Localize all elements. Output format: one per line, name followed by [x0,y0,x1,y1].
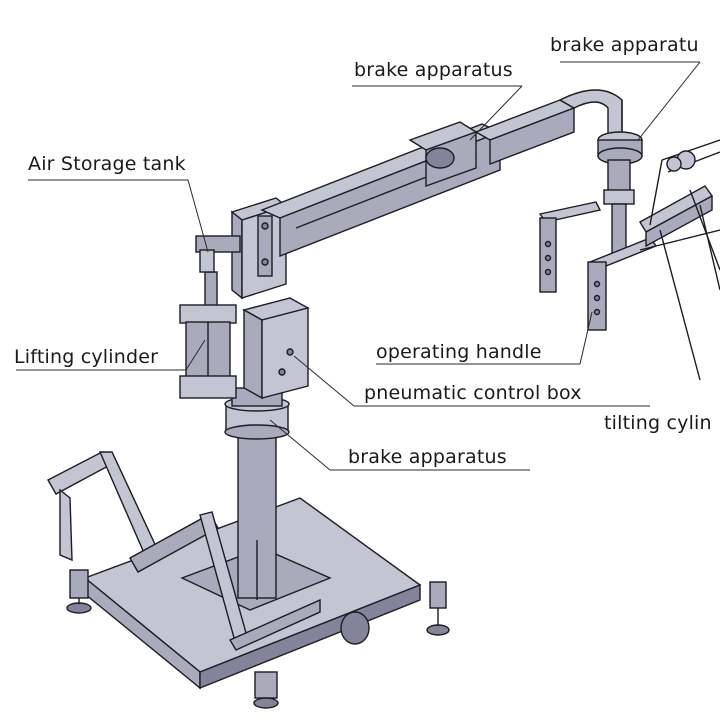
shoulder-joint [195,197,288,300]
label-operating-handle: operating handle [376,341,542,363]
leader-lines [16,61,701,471]
label-brake-apparatus-bottom: brake apparatus [348,446,507,468]
operating-handle [538,201,658,331]
label-tilting-cylinder: tilting cylin [604,412,712,434]
label-lifting-cylinder: Lifting cylinder [14,346,159,368]
label-air-storage-tank: Air Storage tank [28,153,186,175]
tilting-cylinder [639,139,720,381]
label-brake-apparatus-top: brake apparatus [354,59,513,81]
label-pneumatic-control-box: pneumatic control box [364,382,582,404]
wrist-assembly [597,131,643,255]
label-brake-apparatus-top-right: brake apparatu [550,34,699,56]
z-frame [47,451,321,651]
caster-feet [66,569,450,709]
lifting-cylinder [179,271,237,399]
pneumatic-control-box [242,297,310,400]
upper-arm [260,121,502,258]
